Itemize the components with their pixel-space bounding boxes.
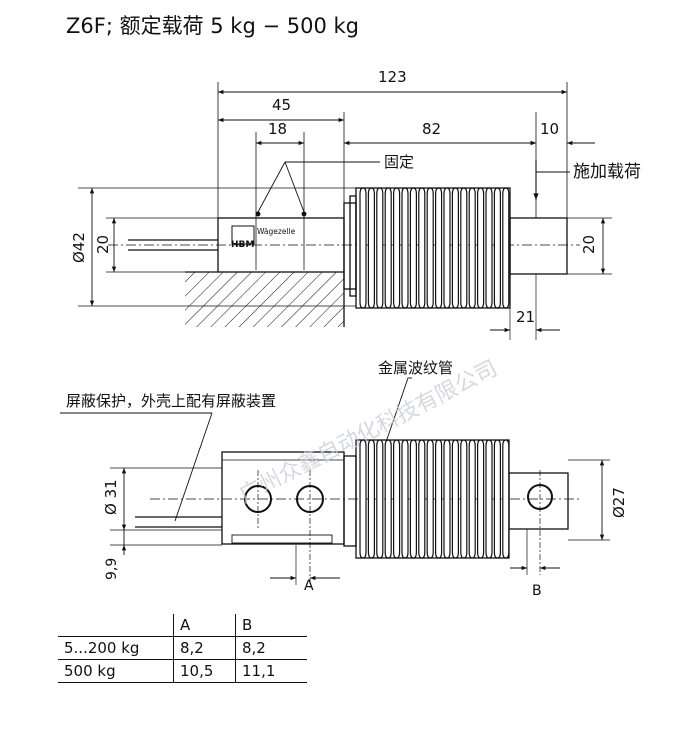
load-block — [509, 217, 568, 275]
top-view — [78, 82, 612, 340]
dim-21: 21 — [516, 308, 535, 326]
bellows-rib — [443, 187, 451, 309]
dim-a: A — [304, 578, 314, 594]
bellows-rib — [477, 439, 485, 559]
table-cell: 5...200 kg — [58, 636, 174, 660]
page-title: Z6F; 额定载荷 5 kg − 500 kg — [66, 14, 359, 38]
dim-dia27: Ø27 — [610, 487, 628, 518]
bellows-rib — [359, 439, 367, 559]
bellows-rib — [460, 439, 468, 559]
dim-b: B — [532, 583, 542, 599]
dim-9-9: 9,9 — [104, 558, 120, 580]
bellows-rib — [376, 187, 384, 309]
bellows-rib — [401, 439, 409, 559]
table-cell: 11,1 — [235, 659, 307, 683]
bellows-rib — [409, 439, 417, 559]
dim-dia31: Ø 31 — [102, 479, 120, 515]
dim-45: 45 — [272, 96, 291, 114]
dim-82: 82 — [422, 120, 441, 138]
bellows-rib — [418, 187, 426, 309]
bellows-rib — [451, 439, 459, 559]
dim-10: 10 — [540, 120, 559, 138]
bellows-rib — [468, 439, 476, 559]
bellows-rib — [443, 439, 451, 559]
dim-20-left: 20 — [94, 235, 112, 254]
bellows-rib — [401, 187, 409, 309]
table-cell: 10,5 — [173, 659, 236, 683]
bellows-rib — [384, 187, 392, 309]
label-fixed: 固定 — [384, 153, 414, 171]
table-header-cell — [58, 614, 174, 637]
bellows-rib — [426, 187, 434, 309]
bellows-rib — [451, 187, 459, 309]
bellows-rib — [435, 439, 443, 559]
bellows-rib — [468, 187, 476, 309]
dim-18: 18 — [268, 120, 287, 138]
bellows-rib — [502, 439, 510, 559]
brand-text: Wägezelle — [257, 227, 296, 236]
bellows-rib — [359, 187, 367, 309]
bellows-rib — [376, 439, 384, 559]
bellows-rib — [502, 187, 510, 309]
bellows-rib — [426, 439, 434, 559]
bellows-rib — [367, 187, 375, 309]
bellows-rib — [384, 439, 392, 559]
label-bellows: 金属波纹管 — [378, 359, 453, 377]
bellows-bottom — [359, 439, 510, 559]
bellows-rib — [460, 187, 468, 309]
dimensions-table: A B 5...200 kg 8,2 8,2 500 kg 10,5 11,1 — [58, 614, 307, 683]
label-shield: 屏蔽保护，外壳上配有屏蔽装置 — [66, 392, 276, 410]
bellows-rib — [485, 439, 493, 559]
table-header-cell: B — [235, 614, 307, 637]
bellows-rib — [418, 439, 426, 559]
dim-123: 123 — [378, 68, 407, 86]
bellows-top — [359, 187, 510, 309]
bellows-rib — [409, 187, 417, 309]
dim-dia42: Ø42 — [70, 232, 88, 263]
table-row: 5...200 kg 8,2 8,2 — [58, 636, 307, 660]
bellows-rib — [485, 187, 493, 309]
table-cell: 8,2 — [235, 636, 307, 660]
label-load: 施加载荷 — [573, 162, 641, 182]
table-cell: 500 kg — [58, 659, 174, 683]
logo-text: HBM — [231, 240, 254, 250]
table-header-cell: A — [173, 614, 236, 637]
bellows-rib — [367, 439, 375, 559]
bellows-rib — [477, 187, 485, 309]
table-row: 500 kg 10,5 11,1 — [58, 659, 307, 683]
table-cell: 8,2 — [173, 636, 236, 660]
bellows-rib — [435, 187, 443, 309]
bellows-rib — [393, 439, 401, 559]
dim-20-right: 20 — [580, 235, 598, 254]
bellows-rib — [393, 187, 401, 309]
ground-hatch — [185, 272, 344, 327]
bellows-rib — [493, 439, 501, 559]
table-header-row: A B — [58, 614, 307, 637]
bellows-rib — [493, 187, 501, 309]
bottom-right-block — [508, 472, 569, 530]
